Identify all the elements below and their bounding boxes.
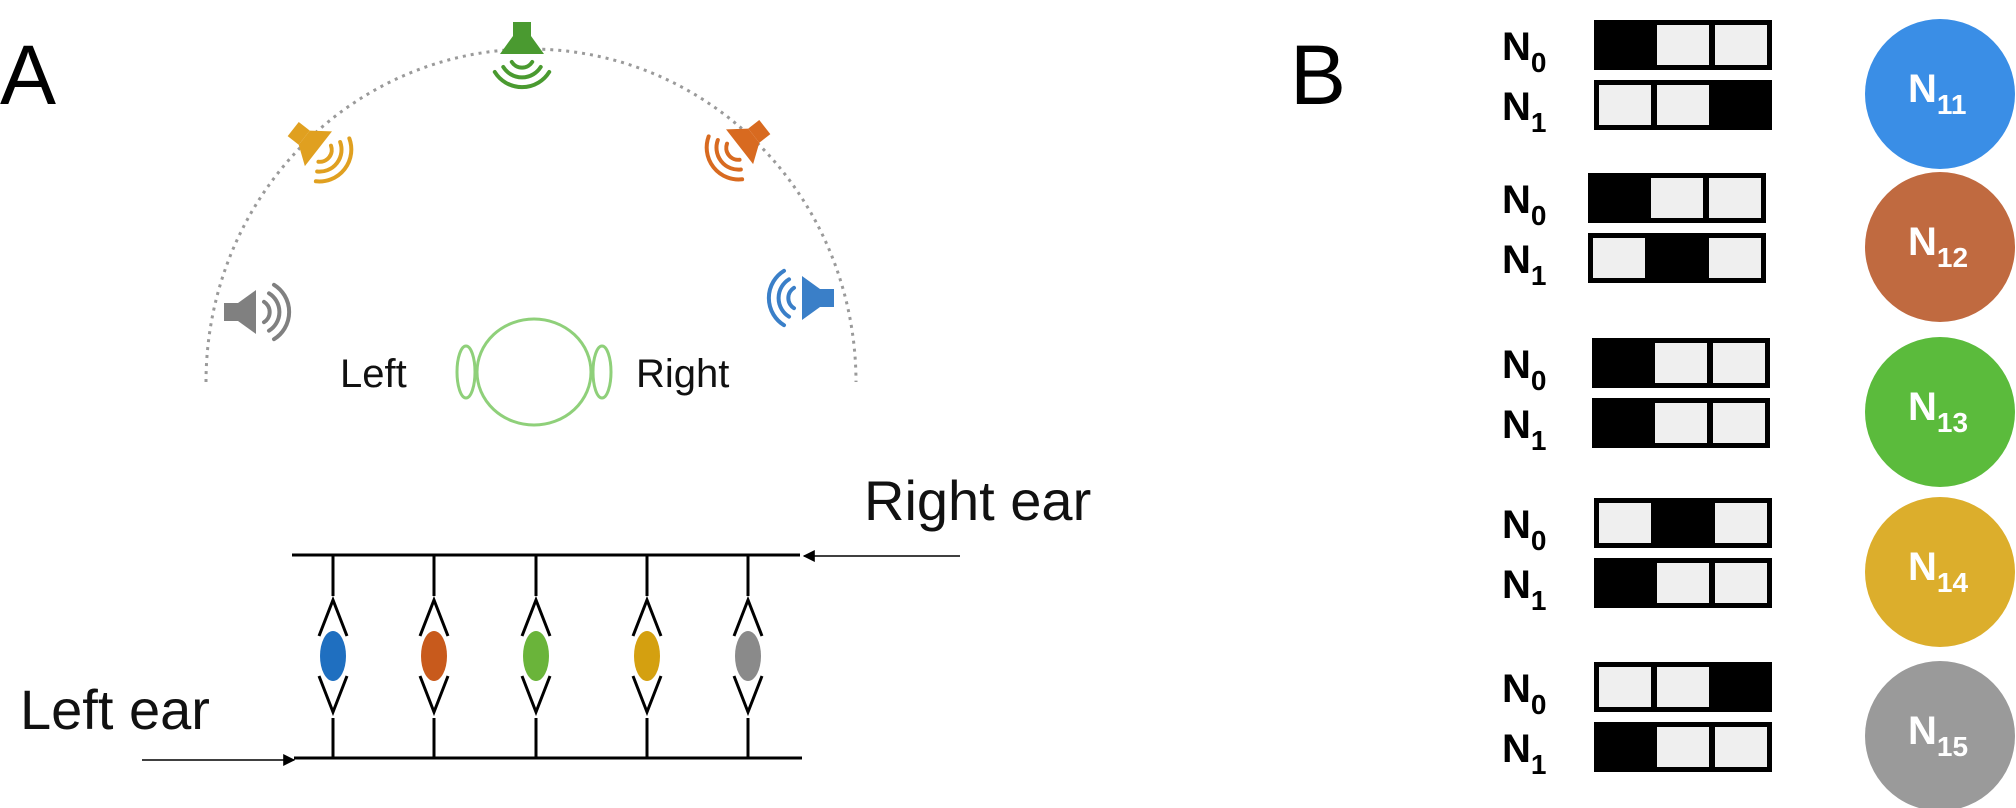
pattern-cell [1657,727,1709,767]
row-label: N0 [1502,503,1546,556]
coincidence-detector [317,555,349,758]
speaker-arc [204,47,858,383]
head-right-label: Right [636,352,729,396]
row-label: N1 [1502,727,1546,780]
pattern-cell [1655,343,1707,383]
pattern-cell [1599,25,1651,65]
pattern-cell [1599,85,1651,125]
detector-group [317,555,764,758]
output-neuron: N13 [1865,337,2015,487]
pattern-cell [1599,503,1651,543]
pattern-cell [1657,563,1709,603]
output-neuron: N11 [1865,19,2015,169]
pattern-cell [1657,667,1709,707]
speaker-icon [287,121,354,184]
pattern-cell [1715,667,1767,707]
row-label: N1 [1502,403,1546,456]
neuron-label: N15 [1908,709,1968,762]
coincidence-detector [732,555,764,758]
row-label: N0 [1502,25,1546,78]
head-left-label: Left [340,352,407,396]
pattern-cell [1715,503,1767,543]
pattern-cell [1599,727,1651,767]
panel-a-letter: A [0,28,56,122]
speaker-icon [766,268,834,328]
pattern-cell [1597,403,1649,443]
speaker-icon [704,119,771,182]
panel-b-letter: B [1290,28,1346,122]
pattern-cell [1593,238,1645,278]
pattern-cell [1713,403,1765,443]
output-neuron: N12 [1865,172,2015,322]
coincidence-detector [418,555,450,758]
output-neuron: N14 [1865,497,2015,647]
speaker-group [224,22,834,342]
neuron-label: N14 [1908,545,1968,598]
speaker-icon [224,282,292,342]
pattern-cell [1657,85,1709,125]
pattern-cell [1593,178,1645,218]
row-label: N0 [1502,178,1546,231]
row-label: N1 [1502,85,1546,138]
pattern-cell [1599,563,1651,603]
pattern-cell [1709,178,1761,218]
pattern-cell [1715,727,1767,767]
coincidence-detector [631,555,663,758]
pattern-cell [1657,25,1709,65]
pattern-cell [1715,563,1767,603]
neuron-label: N13 [1908,385,1968,438]
speaker-icon [492,22,552,90]
pattern-cell [1709,238,1761,278]
row-label: N0 [1502,343,1546,396]
neuron-label: N11 [1908,67,1967,120]
pattern-cell [1651,178,1703,218]
pattern-cell [1715,25,1767,65]
right-ear-label: Right ear [864,469,1091,532]
row-label: N0 [1502,667,1546,720]
coincidence-detector [520,555,552,758]
output-neuron: N15 [1865,661,2015,808]
pattern-cell [1657,503,1709,543]
pattern-cell [1651,238,1703,278]
pattern-cell [1599,667,1651,707]
pattern-cell [1715,85,1767,125]
neuron-label: N12 [1908,220,1968,273]
pattern-cell [1655,403,1707,443]
pattern-cell [1713,343,1765,383]
head-icon [455,317,613,427]
pattern-cell [1597,343,1649,383]
row-label: N1 [1502,563,1546,616]
row-label: N1 [1502,238,1546,291]
left-ear-label: Left ear [20,678,210,741]
